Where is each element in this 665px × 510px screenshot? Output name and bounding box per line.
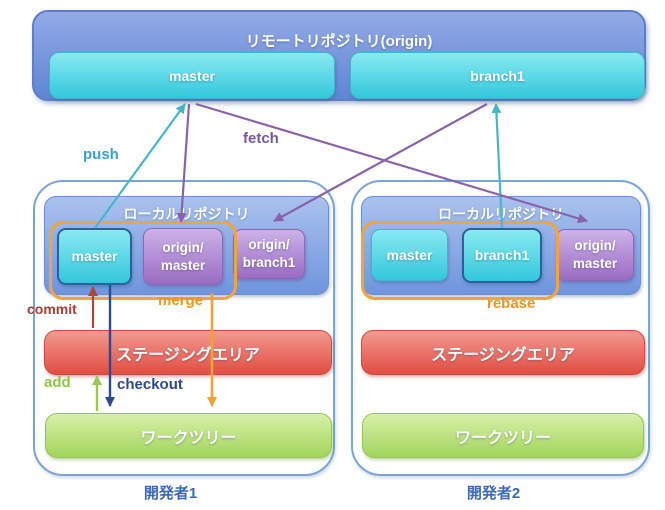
developer1-container: ローカルリポジトリ master origin/ master origin/ … [33, 180, 335, 476]
dev1-local-repo-box: ローカルリポジトリ master origin/ master origin/ … [44, 196, 329, 300]
remote-repo-box: リモートリポジトリ(origin) master branch1 [32, 10, 646, 101]
dev1-branch-master: master [57, 228, 132, 285]
dev2-branch-origin-master: origin/ master [556, 229, 634, 281]
add-label: add [44, 374, 71, 391]
remote-branch-master: master [49, 52, 335, 99]
push-label: push [83, 146, 119, 163]
dev2-worktree-box: ワークツリー [362, 413, 644, 458]
remote-branch-branch1: branch1 [350, 52, 645, 99]
dev2-local-repo-title: ローカルリポジトリ [438, 206, 564, 222]
dev2-branch-branch1: branch1 [462, 228, 542, 283]
remote-repo-title: リモートリポジトリ(origin) [245, 33, 433, 50]
dev1-staging-area-box: ステージングエリア [44, 330, 332, 375]
dev1-branch-origin-master: origin/ master [143, 228, 223, 285]
dev1-local-repo-title: ローカルリポジトリ [123, 206, 250, 222]
commit-label: commit [27, 301, 77, 317]
dev1-worktree-box: ワークツリー [45, 413, 332, 458]
checkout-label: checkout [117, 376, 183, 393]
rebase-label: rebase [487, 295, 536, 312]
developer2-container: ローカルリポジトリ master branch1 origin/ master … [351, 180, 650, 476]
dev2-local-repo-box: ローカルリポジトリ master branch1 origin/ master [361, 196, 641, 300]
dev2-staging-area-box: ステージングエリア [361, 330, 645, 375]
dev2-branch-master: master [371, 229, 448, 281]
dev1-branch-origin-branch1: origin/ branch1 [233, 229, 305, 279]
merge-label: merge [158, 292, 204, 309]
developer1-label: 開発者1 [143, 485, 198, 502]
fetch-label: fetch [243, 130, 279, 147]
developer2-label: 開発者2 [466, 485, 521, 502]
